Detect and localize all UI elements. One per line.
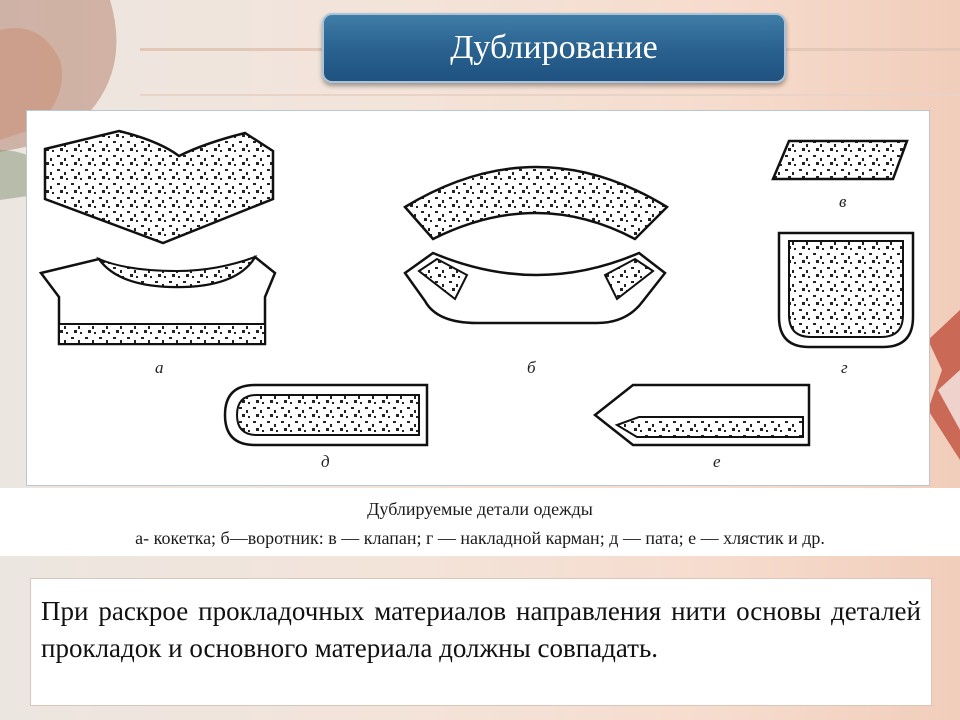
decorative-stripe xyxy=(140,94,960,96)
collar-corner-interlining-left xyxy=(417,257,469,301)
figure-panel: а б в г д е xyxy=(26,110,930,486)
pocket-interlining xyxy=(788,240,904,338)
yoke-hem-interlining xyxy=(58,323,266,345)
figure-caption: Дублируемые детали одежды а- кокетка; б—… xyxy=(0,488,960,556)
decorative-ribbon xyxy=(928,310,960,460)
collar-interlining xyxy=(403,165,670,241)
label-a: а xyxy=(155,358,164,377)
body-paragraph: При раскрое прокладочных материалов напр… xyxy=(41,596,921,663)
collar-garment-part xyxy=(403,251,667,325)
yoke-neck-interlining xyxy=(96,255,258,289)
garment-parts-figure: а б в г д е xyxy=(38,129,915,471)
yoke-interlining-top xyxy=(43,129,275,245)
tab-interlining xyxy=(235,394,420,436)
label-d: д xyxy=(321,452,330,471)
label-v: в xyxy=(839,192,847,211)
belt-interlining xyxy=(614,416,804,438)
flap-interlining xyxy=(771,139,909,181)
caption-legend: а- кокетка; б—воротник: в — клапан; г — … xyxy=(135,528,825,548)
slide-title: Дублирование xyxy=(322,13,786,83)
collar-corner-interlining-right xyxy=(603,257,655,301)
label-g: г xyxy=(841,358,848,377)
label-e: е xyxy=(713,452,721,471)
label-b: б xyxy=(527,358,536,377)
body-text-box: При раскрое прокладочных материалов напр… xyxy=(30,578,932,706)
caption-title: Дублируемые детали одежды xyxy=(367,499,593,519)
